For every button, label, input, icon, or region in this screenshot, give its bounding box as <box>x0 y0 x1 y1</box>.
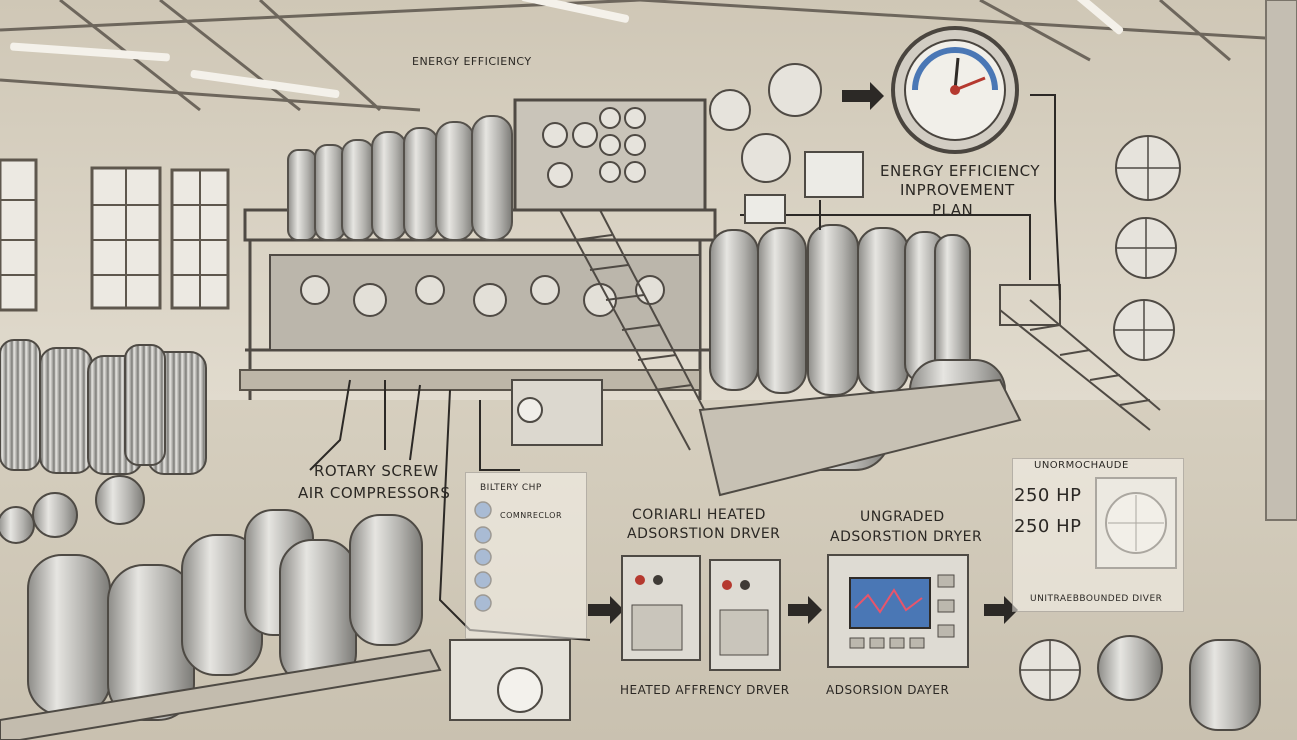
upgrade-header-label: UNORMOCHAUDE <box>1034 460 1129 471</box>
left-tanks <box>0 339 207 475</box>
dryer2-label-line1: UNGRADED <box>860 509 945 525</box>
checklist-panel <box>465 472 587 639</box>
dryer1-label-line1: CORIARLI HEATED <box>632 507 766 523</box>
stairs <box>559 209 1161 451</box>
dryer2-label-line2: ADSORSTION DRYER <box>830 529 983 545</box>
upgraded-dryer-controller <box>827 554 969 668</box>
upper-tanks <box>287 115 513 241</box>
plan-title-line3: PLAN <box>932 201 974 219</box>
roof-trusses <box>0 0 1297 112</box>
compressors-label-line1: ROTARY SCREW <box>314 462 439 480</box>
main-air-receivers <box>709 224 971 396</box>
compressors-label-line2: AIR COMPRESSORS <box>298 484 451 502</box>
checklist-subtitle: COMNRECLOR <box>500 511 562 520</box>
upgraded-unit-panel <box>1012 458 1184 612</box>
dryer-cabinets <box>621 555 781 671</box>
ceiling-lights <box>10 0 1124 99</box>
connector-lines <box>309 94 1061 641</box>
hp-rating-1: 250 HP <box>1014 485 1082 506</box>
hp-rating-2: 250 HP <box>1014 516 1082 537</box>
efficiency-gauge <box>891 26 1019 154</box>
plan-title-line2: INPROVEMENT <box>900 181 1015 199</box>
bottom-dryer2-label: ADSORSION DAYER <box>826 683 950 697</box>
gauges <box>542 107 646 188</box>
left-windows <box>0 158 230 312</box>
upper-controller <box>804 151 864 198</box>
front-air-receivers <box>27 509 423 721</box>
left-motors <box>0 475 145 544</box>
upgrade-footer-label: UNITRAEBBOUNDED DIVER <box>1030 594 1163 604</box>
banner-label: ENERGY EFFICIENCY <box>412 55 532 68</box>
plan-title-line1: ENERGY EFFICIENCY <box>880 162 1041 180</box>
dryer1-label-line2: ADSORSTION DRVER <box>627 526 781 542</box>
wall-duct <box>1265 0 1297 521</box>
fan-blades <box>1020 136 1180 700</box>
flow-arrows <box>588 82 1018 624</box>
checklist-title: BILTERY CHP <box>480 483 542 493</box>
bottom-dryer1-label: HEATED AFFRENCY DRVER <box>620 683 790 697</box>
